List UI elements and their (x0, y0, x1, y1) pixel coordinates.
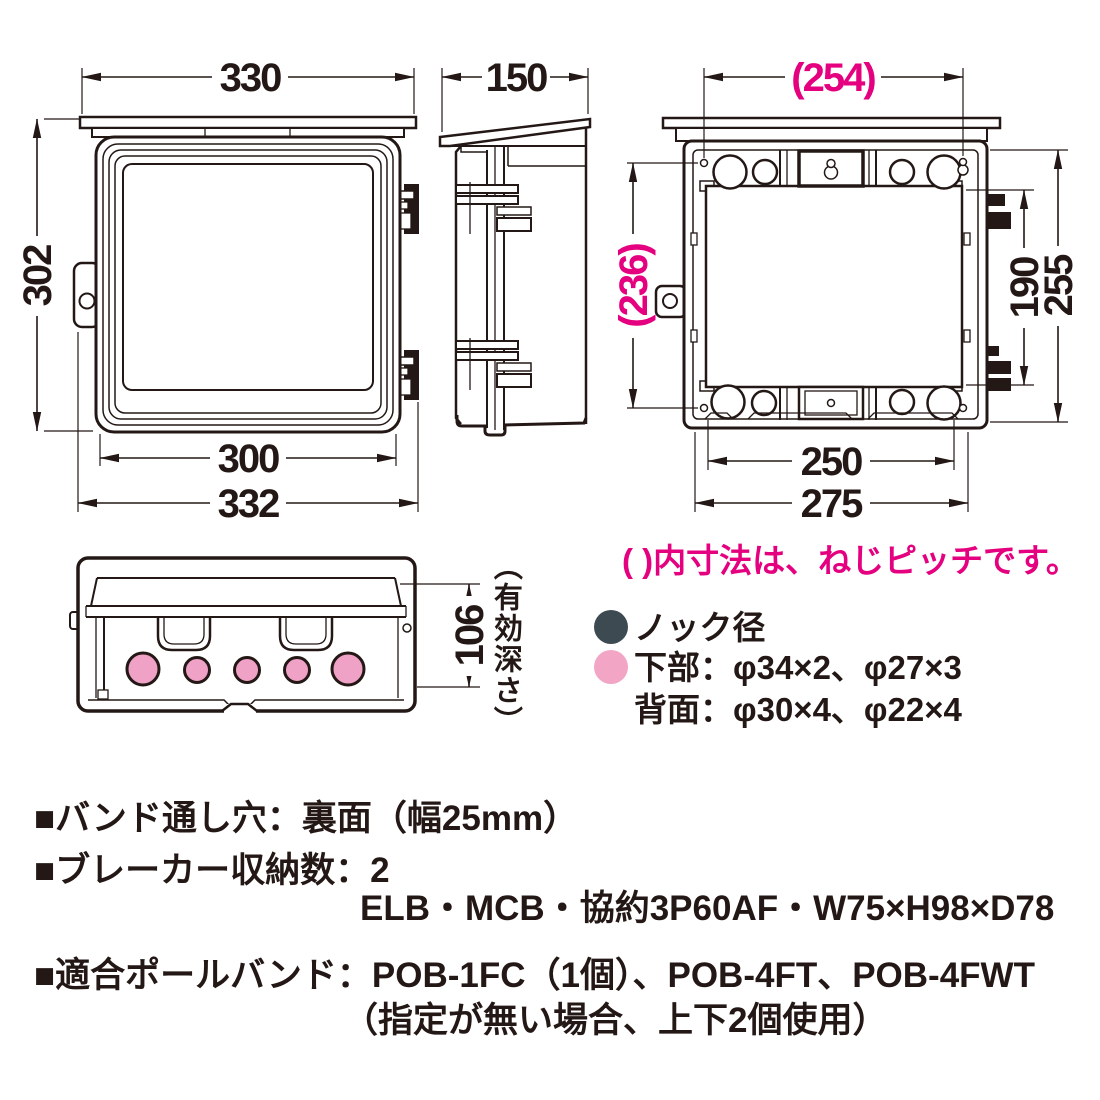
rear-bottom-row (699, 384, 968, 421)
rear-view: (254) (236) 190 255 250 (612, 56, 1081, 526)
rear-screw-pitch-v-dim: (236) (612, 244, 656, 328)
front-view: 330 302 300 332 (16, 56, 419, 526)
knockout-small (183, 656, 211, 684)
front-height-dim: 302 (16, 245, 60, 306)
knock-bottom-sizes: 下部：φ34×2、φ27×3 (634, 649, 962, 686)
knockout-large (330, 651, 366, 687)
breaker-count-spec: ■ブレーカー収納数：2 (34, 851, 390, 890)
side-view: 150 (438, 56, 592, 437)
bottom-knockout-holes (125, 651, 366, 687)
rear-top-row (699, 149, 969, 190)
side-hinge-upper (455, 182, 532, 234)
rear-screw-pitch-h-dim: (254) (791, 56, 875, 100)
effective-depth-note: （有効深さ） (489, 551, 522, 737)
front-inner-width-dim: 300 (218, 437, 279, 481)
knock-legend-pink-bullet (594, 650, 628, 684)
bottom-view: 106 (69, 556, 492, 716)
band-hole-spec: ■バンド通し穴：裏面（幅25mm） (34, 799, 579, 838)
breaker-detail-spec: ELB・MCB・協約3P60AF・W75×H98×D78 (360, 889, 1055, 928)
rear-outer-width-dim: 275 (801, 482, 863, 526)
side-depth-dim: 150 (486, 56, 547, 100)
knock-rear-sizes: 背面：φ30×4、φ22×4 (634, 691, 962, 728)
side-hinge-lower (455, 338, 532, 390)
rear-hinge-tabs (984, 194, 1011, 391)
pole-band-note: （指定が無い場合、上下2個使用） (343, 1001, 888, 1040)
knock-diameter-title: ノック径 (634, 609, 766, 646)
front-outer-width-dim: 332 (218, 482, 279, 526)
knockout-large (125, 651, 161, 687)
rear-outer-height-dim: 255 (1037, 254, 1081, 316)
keyhole-slot (957, 164, 969, 176)
front-width-dim: 330 (220, 56, 281, 100)
bottom-effective-depth-dim: 106 (448, 605, 492, 666)
knockout-small (233, 656, 261, 684)
knockout-small (283, 656, 311, 684)
screw-pitch-note: ( )内寸法は、ねじピッチです。 (622, 542, 1079, 579)
pole-band-spec: ■適合ポールバンド：POB-1FC（1個）、POB-4FT、POB-4FWT (34, 956, 1035, 995)
rear-inner-width-dim: 250 (801, 440, 862, 484)
knock-legend-dark-bullet (594, 610, 628, 644)
